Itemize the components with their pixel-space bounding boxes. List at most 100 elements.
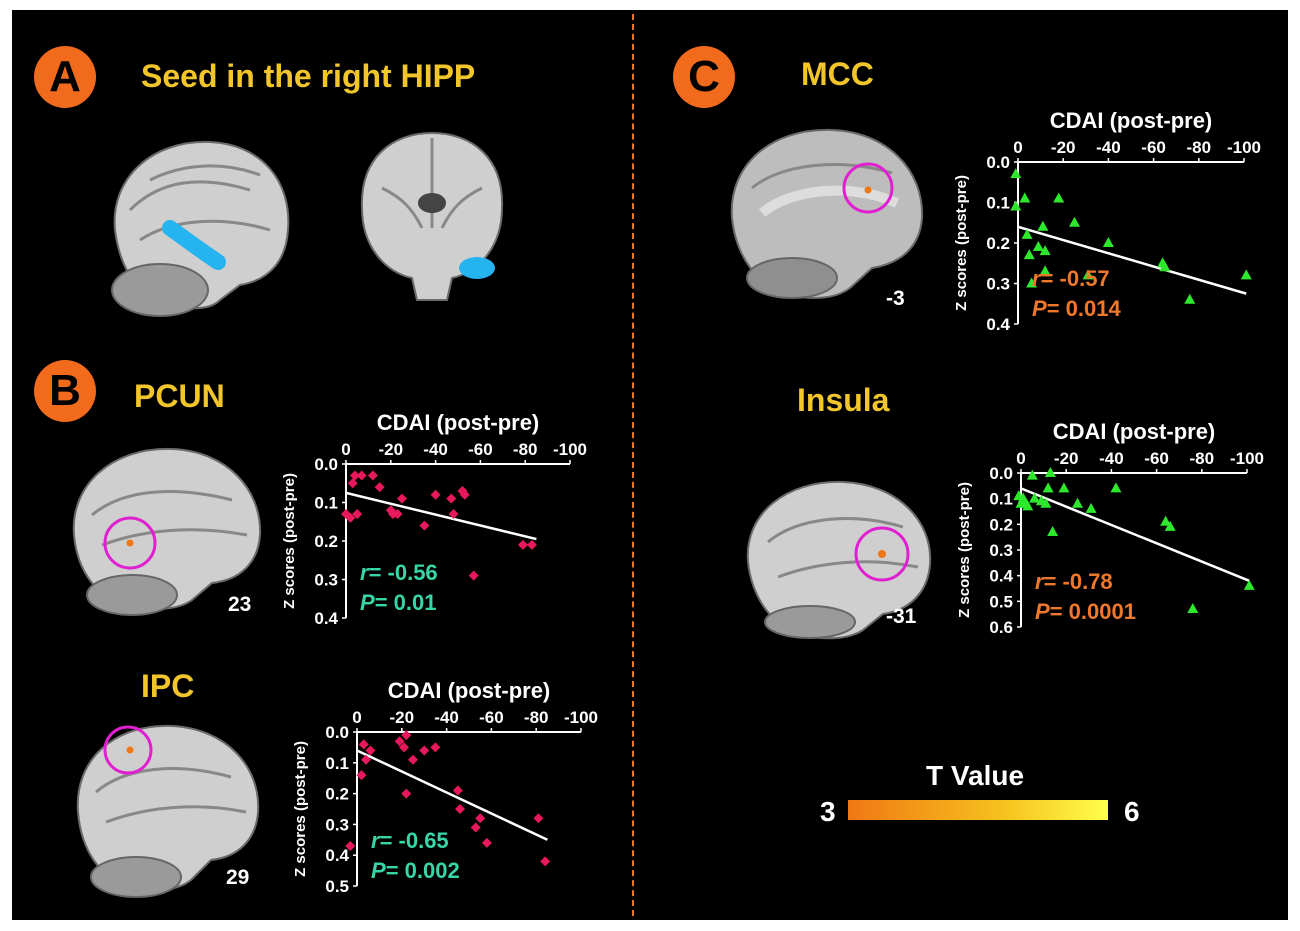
pcun-data-point — [448, 509, 459, 520]
pcun-x-axis-title: CDAI (post-pre) — [377, 410, 540, 435]
mcc-y-tick-label: 0.4 — [986, 315, 1010, 334]
insula-data-point — [1085, 502, 1097, 513]
mcc-data-point — [1184, 293, 1196, 304]
mcc-data-point — [1010, 168, 1022, 179]
insula-p-value: P= 0.0001 — [1035, 599, 1136, 624]
ipc-y-axis-title: Z scores (post-pre) — [292, 741, 309, 877]
ipc-data-point — [401, 788, 412, 799]
ipc-x-tick-label: -20 — [390, 708, 415, 727]
pcun-y-tick-label: 0.1 — [314, 494, 338, 513]
insula-slice-number: -31 — [886, 605, 917, 628]
ipc-data-point — [356, 770, 367, 781]
ipc-data-point — [360, 754, 371, 765]
mcc-x-tick-label: 0 — [1013, 138, 1022, 157]
mcc-x-tick-label: -20 — [1051, 138, 1076, 157]
insula-y-axis-title: Z scores (post-pre) — [956, 482, 973, 618]
brain-sagittal-ipc — [76, 724, 260, 898]
pcun-data-point — [367, 470, 378, 481]
insula-data-point — [1164, 520, 1176, 531]
mcc-x-tick-label: -100 — [1227, 138, 1261, 157]
mcc-x-tick-label: -80 — [1187, 138, 1212, 157]
pcun-data-point — [397, 493, 407, 504]
ipc-x-tick-label: -80 — [524, 708, 549, 727]
ipc-p-value: P= 0.002 — [371, 858, 460, 883]
panel-c-badge: C — [673, 46, 735, 108]
insula-data-point — [1042, 482, 1054, 493]
mcc-data-point — [1026, 277, 1038, 288]
mcc-y-tick-label: 0.0 — [986, 153, 1010, 172]
pcun-r-value: r= -0.56 — [360, 560, 438, 585]
insula-data-point — [1187, 603, 1199, 614]
mcc-data-point — [1021, 228, 1033, 239]
ipc-data-point — [455, 804, 466, 814]
circle-outline-roi-icon — [103, 725, 153, 775]
ipc-data-point — [401, 730, 412, 741]
ipc-title: IPC — [141, 668, 195, 704]
pcun-data-point — [347, 478, 358, 489]
pcun-data-point — [517, 539, 528, 550]
mcc-data-point — [1069, 216, 1080, 227]
mcc-data-point — [1159, 261, 1171, 272]
mcc-y-tick-label: 0.1 — [986, 194, 1010, 213]
insula-x-tick-label: -60 — [1144, 449, 1169, 468]
panel-divider — [632, 14, 634, 916]
ipc-y-tick-label: 0.2 — [325, 785, 349, 804]
pcun-y-tick-label: 0.4 — [314, 609, 338, 628]
pcun-x-tick-label: 0 — [341, 440, 350, 459]
brain-sagittal-insula — [746, 480, 932, 640]
ipc-y-tick-label: 0.1 — [325, 754, 349, 773]
pcun-data-point — [468, 570, 479, 581]
insula-title: Insula — [797, 382, 890, 418]
insula-y-tick-label: 0.6 — [989, 618, 1013, 637]
ipc-x-axis-title: CDAI (post-pre) — [388, 678, 551, 703]
insula-x-axis-title: CDAI (post-pre) — [1053, 419, 1216, 444]
pcun-slice-number: 23 — [228, 593, 252, 616]
insula-y-tick-label: 0.2 — [989, 515, 1013, 534]
pcun-y-tick-label: 0.0 — [314, 455, 338, 474]
ipc-data-point — [533, 813, 544, 824]
colorbar-max-label: 6 — [1124, 796, 1140, 827]
insula-r-value: r= -0.78 — [1035, 569, 1113, 594]
pcun-scatter-chart: CDAI (post-pre)Z scores (post-pre)0-20-4… — [281, 410, 587, 628]
insula-y-tick-label: 0.1 — [989, 490, 1013, 509]
insula-x-tick-label: -40 — [1099, 449, 1124, 468]
mcc-data-point — [1102, 237, 1114, 247]
mcc-p-value: P= 0.014 — [1032, 296, 1121, 321]
insula-regression-line — [1020, 487, 1250, 582]
ipc-regression-line — [356, 749, 548, 841]
ipc-y-tick-label: 0.0 — [325, 723, 349, 742]
mcc-data-point — [1053, 192, 1065, 203]
insula-data-point — [1110, 482, 1122, 493]
ipc-y-tick-label: 0.5 — [325, 877, 349, 896]
insula-y-tick-label: 0.0 — [989, 464, 1013, 483]
pcun-data-point — [352, 509, 363, 520]
colorbar — [848, 800, 1108, 820]
circle-outline-roi-icon — [842, 162, 894, 214]
ipc-scatter-chart: CDAI (post-pre)Z scores (post-pre)0-20-4… — [292, 678, 598, 896]
mcc-y-tick-label: 0.2 — [986, 234, 1010, 253]
insula-data-point — [1040, 497, 1052, 508]
insula-data-point — [1058, 482, 1070, 493]
mcc-y-axis-title: Z scores (post-pre) — [953, 175, 970, 311]
ipc-x-tick-label: -60 — [479, 708, 504, 727]
pcun-data-point — [374, 482, 385, 493]
insula-x-tick-label: -100 — [1230, 449, 1264, 468]
brain-sagittal-pcun — [72, 447, 262, 616]
ipc-r-value: r= -0.65 — [371, 828, 449, 853]
ipc-y-tick-label: 0.4 — [325, 846, 349, 865]
ipc-x-tick-label: -40 — [434, 708, 459, 727]
ipc-data-point — [365, 745, 376, 756]
mcc-y-tick-label: 0.3 — [986, 275, 1010, 294]
ipc-x-tick-label: -100 — [564, 708, 598, 727]
insula-x-tick-label: -20 — [1054, 449, 1079, 468]
mcc-data-point — [1240, 269, 1252, 280]
ipc-data-point — [452, 785, 463, 796]
pcun-x-tick-label: -100 — [553, 440, 587, 459]
ipc-data-point — [540, 856, 551, 867]
insula-x-tick-label: -80 — [1190, 449, 1215, 468]
pcun-x-tick-label: -60 — [468, 440, 493, 459]
insula-data-point — [1160, 515, 1172, 526]
pcun-x-tick-label: -80 — [513, 440, 538, 459]
insula-y-tick-label: 0.3 — [989, 541, 1013, 560]
